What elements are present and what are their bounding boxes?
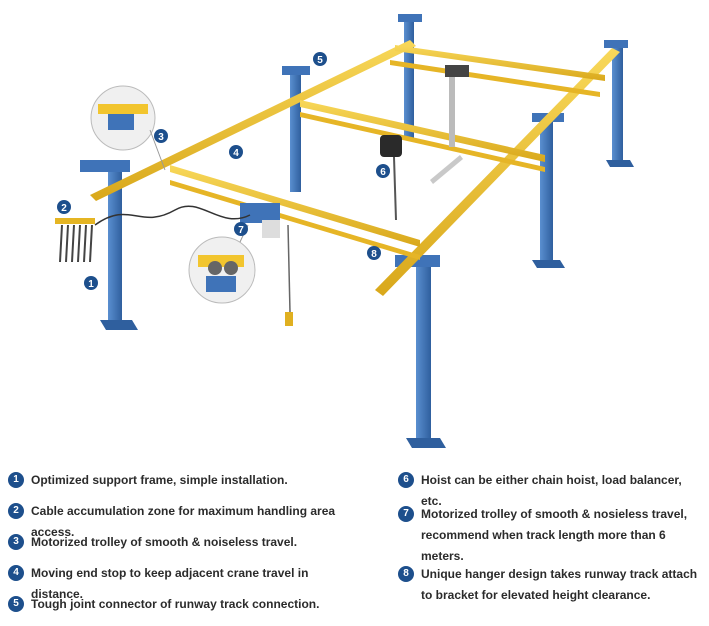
column [290, 72, 301, 192]
legend-text: Optimized support frame, simple installa… [31, 473, 288, 487]
runway-track [90, 40, 416, 201]
legend-right: 6 Hoist can be either chain hoist, load … [398, 470, 704, 624]
callout-number: 3 [158, 132, 164, 143]
column [540, 120, 553, 265]
legend-item: 8 Unique hanger design takes runway trac… [398, 564, 704, 624]
detail-inset-drive [188, 224, 256, 304]
column [416, 265, 431, 445]
load-balancer [430, 65, 469, 184]
callout-number: 1 [88, 279, 94, 290]
callout-4: 4 [229, 145, 243, 159]
legend-number-badge: 5 [8, 596, 24, 612]
callout-3: 3 [154, 129, 168, 143]
callout-number: 4 [233, 148, 239, 159]
legend-text: Tough joint connector of runway track co… [31, 597, 320, 611]
cable-festoon [55, 205, 251, 263]
runway-tracks [90, 40, 620, 296]
hoist-6 [380, 135, 402, 221]
callout-number: 8 [371, 249, 377, 260]
column [404, 18, 414, 138]
callout-number: 6 [380, 167, 386, 178]
legend-item: 3 Motorized trolley of smooth & noiseles… [8, 532, 338, 563]
legend-number-badge: 8 [398, 566, 414, 582]
legend-item: 2 Cable accumulation zone for maximum ha… [8, 501, 338, 539]
callout-number: 5 [317, 55, 323, 66]
callout-1: 1 [84, 276, 98, 290]
bridge-girder [300, 100, 545, 162]
callout-number: 2 [61, 203, 67, 214]
bridge-girder [300, 112, 545, 172]
legend-text: Unique hanger design takes runway track … [421, 567, 698, 602]
legend-item: 1 Optimized support frame, simple instal… [8, 470, 338, 501]
column [108, 170, 122, 320]
legend-number-badge: 6 [398, 472, 414, 488]
legend-number-badge: 4 [8, 565, 24, 581]
callout-2: 2 [57, 200, 71, 214]
detail-inset-trolley [90, 85, 166, 171]
column [612, 45, 623, 165]
callout-8: 8 [367, 246, 381, 260]
bridge-girder [395, 45, 605, 81]
legend-number-badge: 3 [8, 534, 24, 550]
bridge-girder [170, 165, 420, 247]
bridge-girders [170, 45, 605, 260]
legend-text: Motorized trolley of smooth & nosieless … [421, 507, 688, 563]
legend-item: 6 Hoist can be either chain hoist, load … [398, 470, 704, 508]
bridge-girder [390, 60, 600, 97]
crane-diagram: 1 2 3 4 5 6 7 8 [55, 14, 634, 448]
callout-5: 5 [313, 52, 327, 66]
legend-left: 1 Optimized support frame, simple instal… [8, 470, 338, 625]
bridge-girder [170, 180, 420, 260]
legend-item: 7 Motorized trolley of smooth & nosieles… [398, 504, 704, 564]
legend-number-badge: 2 [8, 503, 24, 519]
callout-7: 7 [234, 222, 248, 236]
legend-number-badge: 1 [8, 472, 24, 488]
legend-text: Motorized trolley of smooth & noiseless … [31, 535, 298, 549]
legend-number-badge: 7 [398, 506, 414, 522]
legend-text: Moving end stop to keep adjacent crane t… [31, 566, 309, 601]
runway-track [375, 48, 620, 296]
legend-text: Cable accumulation zone for maximum hand… [31, 504, 336, 539]
legend-item: 4 Moving end stop to keep adjacent crane… [8, 563, 338, 601]
trolley-7 [240, 203, 293, 326]
legend-item: 5 Tough joint connector of runway track … [8, 594, 338, 625]
callout-number: 7 [238, 225, 244, 236]
legend-text: Hoist can be either chain hoist, load ba… [421, 473, 682, 508]
callout-6: 6 [376, 164, 390, 178]
support-columns [80, 14, 634, 448]
